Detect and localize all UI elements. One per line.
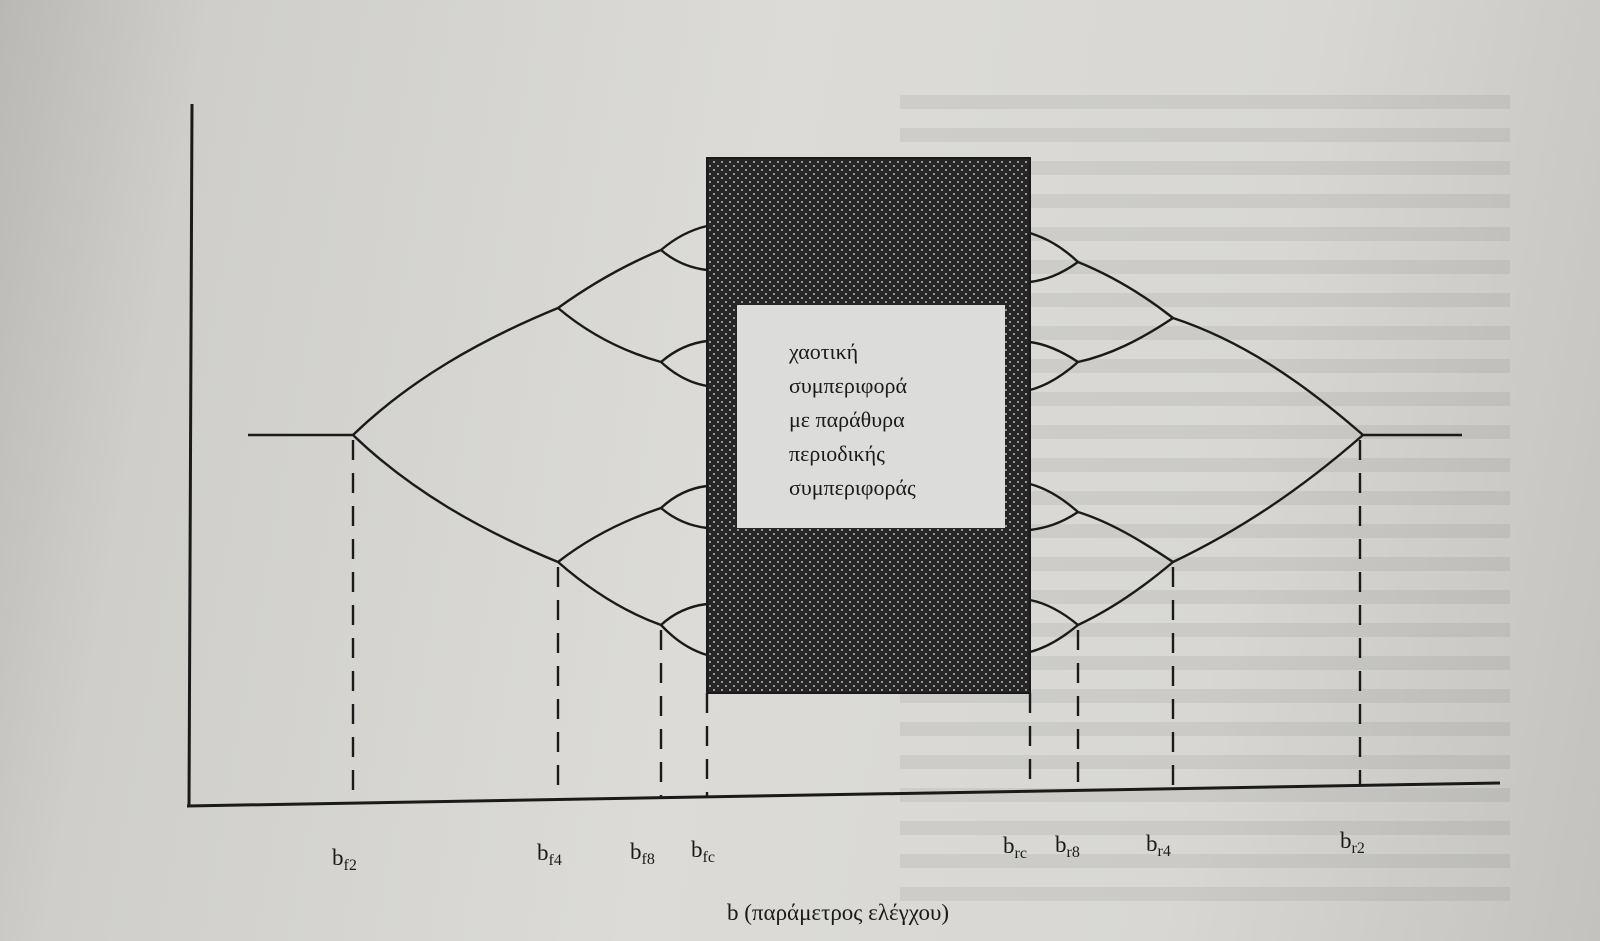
- tick-br8-base: b: [1055, 832, 1067, 857]
- tick-bf4-sub: f4: [549, 852, 562, 869]
- tick-br2-base: b: [1340, 828, 1352, 853]
- chaos-text-line-2: συμπεριφορά: [789, 373, 907, 398]
- period2-lower-right: [1172, 434, 1364, 564]
- x-axis: [186, 781, 1501, 808]
- tick-label-br4: br4: [1146, 831, 1171, 860]
- period8-l6: [660, 507, 708, 530]
- period8-r5: [1029, 482, 1079, 513]
- period8-r7: [1029, 598, 1079, 626]
- period2-upper-left: [352, 306, 559, 436]
- x-axis-label: b (παράμετρος ελέγχου): [727, 900, 949, 925]
- tick-br2-sub: r2: [1352, 840, 1365, 857]
- period8-r1: [1029, 231, 1079, 263]
- chaos-text-line-5: συμπεριφοράς: [789, 475, 916, 500]
- tick-label-br2: br2: [1340, 828, 1365, 857]
- period4-lr-a: [1077, 510, 1174, 563]
- period8-r2: [1029, 261, 1079, 284]
- chaos-inner-box: [737, 305, 1005, 528]
- period4-ur-a: [1077, 260, 1174, 319]
- period8-r6: [1029, 511, 1079, 532]
- tick-br4-base: b: [1146, 831, 1158, 856]
- tick-br8-sub: r8: [1067, 844, 1080, 861]
- period8-l3: [660, 339, 708, 363]
- dashed-guides: [351, 440, 1362, 802]
- period4-ul-a: [557, 248, 662, 309]
- tick-bf2-base: b: [332, 845, 344, 870]
- tick-label-bfc: bfc: [691, 837, 715, 866]
- tick-labels: bf2 bf4 bf8 bfc brc br8 br4 br2: [332, 828, 1365, 874]
- y-axis: [187, 103, 194, 807]
- period8-l5: [660, 484, 708, 509]
- tick-brc-sub: rc: [1015, 845, 1027, 862]
- chaos-text-line-3: με παράθυρα: [789, 407, 905, 432]
- tick-label-bf4: bf4: [537, 840, 562, 869]
- tick-label-brc: brc: [1003, 833, 1027, 862]
- tick-bf8-sub: f8: [642, 851, 655, 868]
- period8-r8: [1029, 624, 1079, 654]
- chaos-box-text: χαοτική συμπεριφορά με παράθυρα περιοδικ…: [788, 339, 916, 500]
- tick-label-bf8: bf8: [630, 839, 655, 868]
- tick-bf4-base: b: [537, 840, 549, 865]
- tick-bf8-base: b: [630, 839, 642, 864]
- period8-l7: [660, 602, 708, 626]
- period4-ur-b: [1077, 317, 1174, 364]
- period4-ul-b: [557, 307, 662, 364]
- period8-l2: [660, 249, 708, 272]
- bifurcation-branches: [248, 224, 1462, 657]
- tick-bfc-base: b: [691, 837, 703, 862]
- period8-l1: [660, 224, 708, 251]
- period8-r4: [1029, 361, 1079, 392]
- period8-l8: [660, 624, 708, 657]
- chaos-text-line-1: χαοτική: [788, 339, 858, 364]
- period4-ll-b: [557, 561, 662, 627]
- tick-bf2-sub: f2: [344, 857, 357, 874]
- chaos-text-line-4: περιοδικής: [789, 441, 885, 466]
- tick-label-bf2: bf2: [332, 845, 357, 874]
- tick-br4-sub: r4: [1158, 843, 1171, 860]
- period4-ll-a: [557, 506, 662, 563]
- tick-bfc-sub: fc: [703, 849, 715, 866]
- period4-lr-b: [1077, 561, 1174, 627]
- period8-r3: [1029, 340, 1079, 363]
- period2-lower-left: [352, 434, 559, 564]
- period2-upper-right: [1172, 316, 1364, 436]
- tick-brc-base: b: [1003, 833, 1015, 858]
- period8-l4: [660, 361, 708, 388]
- tick-label-br8: br8: [1055, 832, 1080, 861]
